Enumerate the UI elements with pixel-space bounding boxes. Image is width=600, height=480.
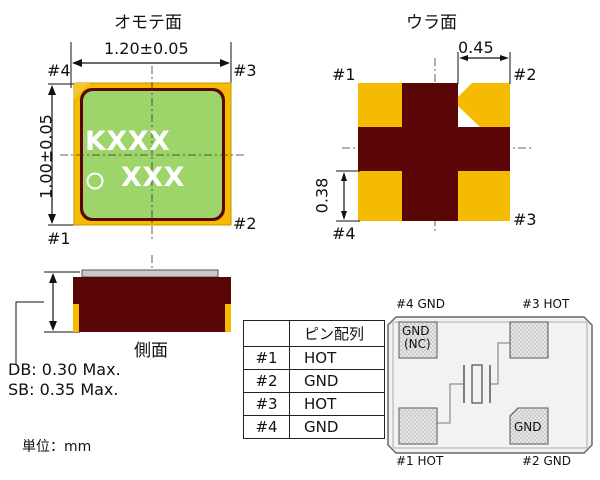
table-row: #4 GND xyxy=(243,415,385,439)
table-pin-cell: #2 xyxy=(243,369,290,393)
table-pin-cell: #3 xyxy=(243,392,290,416)
front-width-dimension: 1.20±0.05 xyxy=(104,39,189,58)
back-pin3-label: #3 xyxy=(513,210,537,229)
circuit-diagram xyxy=(387,316,593,454)
back-pad-4 xyxy=(358,171,402,221)
back-pin4-label: #4 xyxy=(332,224,356,243)
table-pin-cell: #1 xyxy=(243,346,290,370)
side-body xyxy=(73,277,231,332)
side-pad-right xyxy=(225,304,231,332)
circuit-pad-pin2-label: GND xyxy=(514,420,542,434)
wire-pin1-to-crystal xyxy=(437,383,464,424)
front-pin2-label: #2 xyxy=(233,214,257,233)
circuit-pad-pin4-label1: GND xyxy=(402,324,430,338)
table-header-row: ピン配列 xyxy=(243,320,385,347)
back-pad-2 xyxy=(458,83,510,127)
side-view-drawing xyxy=(15,255,231,365)
front-view-title: オモテ面 xyxy=(114,13,182,33)
wire-pin3-to-crystal xyxy=(490,342,510,385)
back-view-drawing xyxy=(336,52,532,232)
circuit-label-pin1: #1 HOT xyxy=(396,454,444,468)
circuit-label-pin2: #2 GND xyxy=(522,454,572,468)
table-signal-cell: HOT xyxy=(289,392,385,416)
pin1-marker-circle xyxy=(86,172,104,190)
sb-max-note: SB: 0.35 Max. xyxy=(8,380,119,399)
back-pad-pitch-dimension: 0.45 xyxy=(458,38,494,57)
circuit-pad-pin2 xyxy=(509,407,549,445)
unit-note: 単位：mm xyxy=(22,439,92,455)
circuit-pad-pin1 xyxy=(398,407,438,445)
back-pin1-label: #1 xyxy=(332,65,356,84)
back-pad-3 xyxy=(458,171,510,221)
table-pin-cell: #4 xyxy=(243,415,290,439)
crystal-symbol xyxy=(471,364,483,404)
front-lid xyxy=(83,91,222,218)
back-pad-height-dimension: 0.38 xyxy=(312,177,332,214)
table-signal-cell: GND xyxy=(289,415,385,439)
circuit-pad-pin4-label2: (NC) xyxy=(404,337,431,351)
table-row: #3 HOT xyxy=(243,392,385,416)
back-view-title: ウラ面 xyxy=(406,13,457,33)
table-header-label: ピン配列 xyxy=(289,320,385,347)
db-max-note: DB: 0.30 Max. xyxy=(8,360,121,379)
back-pad-1 xyxy=(358,83,402,127)
side-lid xyxy=(81,269,219,278)
side-pad-left xyxy=(73,304,79,332)
table-header-blank xyxy=(243,320,290,347)
front-pin4-label: #4 xyxy=(47,61,71,80)
pin-assignment-table: ピン配列 #1 HOT #2 GND #3 HOT #4 GND xyxy=(243,320,385,439)
table-signal-cell: GND xyxy=(289,369,385,393)
back-pin2-label: #2 xyxy=(513,65,537,84)
front-pin3-label: #3 xyxy=(233,61,257,80)
front-view-drawing xyxy=(48,42,245,240)
front-pin1-label: #1 xyxy=(47,229,71,248)
circuit-label-pin4: #4 GND xyxy=(396,297,446,311)
table-signal-cell: HOT xyxy=(289,346,385,370)
circuit-label-pin3: #3 HOT xyxy=(522,297,570,311)
front-marking-line1: KXXX xyxy=(85,126,171,157)
front-height-dimension: 1.00±0.05 xyxy=(36,114,56,199)
table-row: #2 GND xyxy=(243,369,385,393)
front-marking-line2: XXX xyxy=(121,162,185,193)
table-row: #1 HOT xyxy=(243,346,385,370)
side-view-title: 側面 xyxy=(134,341,168,361)
circuit-pad-pin4 xyxy=(398,321,438,359)
circuit-pad-pin3 xyxy=(509,321,549,359)
back-body-horizontal xyxy=(358,127,510,171)
